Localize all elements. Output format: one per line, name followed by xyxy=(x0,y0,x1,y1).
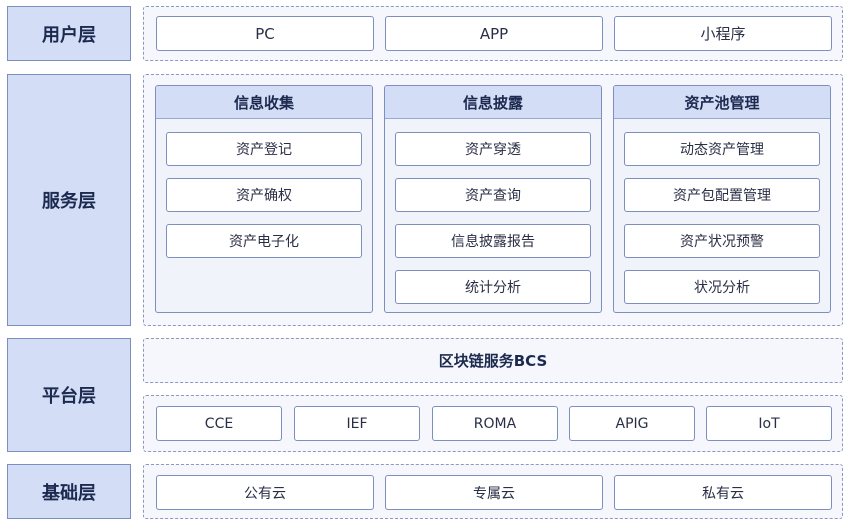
panel-title: 信息收集 xyxy=(156,86,372,119)
platform-item-cce: CCE xyxy=(156,406,282,441)
user-item-mini-program: 小程序 xyxy=(614,16,832,51)
panel-item: 动态资产管理 xyxy=(624,132,820,166)
panel-title: 资产池管理 xyxy=(614,86,830,119)
panel-title: 信息披露 xyxy=(385,86,601,119)
panel-info-collection: 信息收集 资产登记 资产确权 资产电子化 xyxy=(155,85,373,313)
platform-item-ief: IEF xyxy=(294,406,420,441)
panel-item: 资产状况预警 xyxy=(624,224,820,258)
panel-item: 资产穿透 xyxy=(395,132,591,166)
user-item-app: APP xyxy=(385,16,603,51)
base-layer-region: 公有云 专属云 私有云 xyxy=(143,464,843,519)
platform-components-region: CCE IEF ROMA APIG IoT xyxy=(143,395,843,452)
platform-item-iot: IoT xyxy=(706,406,832,441)
layer-label-user: 用户层 xyxy=(7,6,131,61)
user-item-pc: PC xyxy=(156,16,374,51)
panel-item: 状况分析 xyxy=(624,270,820,304)
layer-label-platform: 平台层 xyxy=(7,338,131,452)
layer-label-base: 基础层 xyxy=(7,464,131,519)
panel-item: 信息披露报告 xyxy=(395,224,591,258)
panel-asset-pool: 资产池管理 动态资产管理 资产包配置管理 资产状况预警 状况分析 xyxy=(613,85,831,313)
bcs-title: 区块链服务BCS xyxy=(438,352,548,370)
base-item-public-cloud: 公有云 xyxy=(156,475,374,510)
panel-item: 资产确权 xyxy=(166,178,362,212)
platform-item-apig: APIG xyxy=(569,406,695,441)
user-layer-region: PC APP 小程序 xyxy=(143,6,843,61)
panel-item: 资产电子化 xyxy=(166,224,362,258)
layer-label-service: 服务层 xyxy=(7,74,131,326)
panel-item: 资产查询 xyxy=(395,178,591,212)
panel-item: 统计分析 xyxy=(395,270,591,304)
panel-info-disclosure: 信息披露 资产穿透 资产查询 信息披露报告 统计分析 xyxy=(384,85,602,313)
bcs-region: 区块链服务BCS xyxy=(143,338,843,383)
base-item-private-cloud: 私有云 xyxy=(614,475,832,510)
base-item-dedicated-cloud: 专属云 xyxy=(385,475,603,510)
platform-item-roma: ROMA xyxy=(432,406,558,441)
panel-item: 资产包配置管理 xyxy=(624,178,820,212)
panel-item: 资产登记 xyxy=(166,132,362,166)
